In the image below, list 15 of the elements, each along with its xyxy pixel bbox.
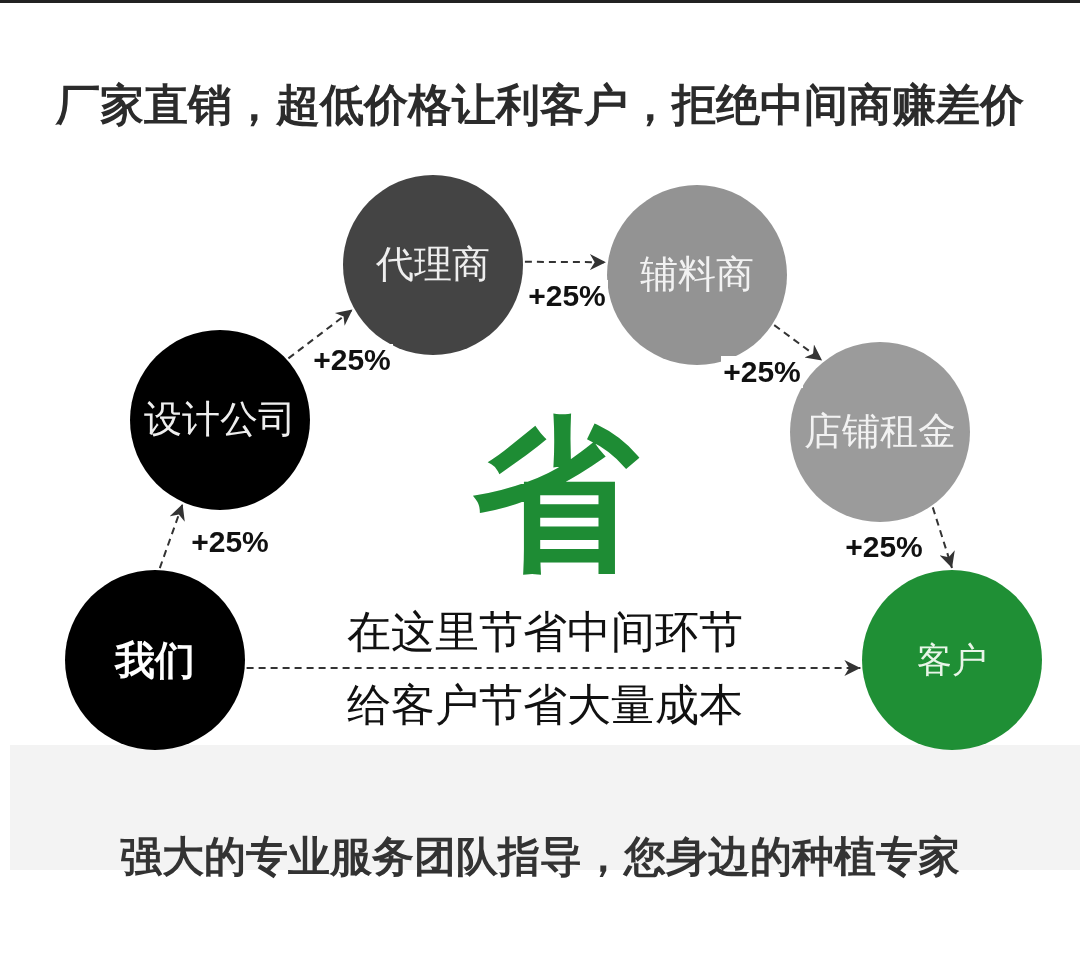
slogan-text: 给客户节省大量成本 (347, 678, 743, 732)
dashed-arrow (931, 506, 955, 569)
dashed-arrow (773, 324, 824, 362)
title: 厂家直销，超低价格让利客户，拒绝中间商赚差价 (54, 78, 1025, 132)
slogan-text: 在这里节省中间环节 (347, 605, 743, 659)
big-character: 省 (472, 398, 638, 593)
circle-node: 我们 (65, 570, 245, 750)
dashed-arrow (287, 308, 354, 360)
dashed-arrow (158, 503, 185, 570)
dashed-arrow (523, 254, 607, 271)
dashed-arrow (245, 660, 862, 676)
circle-node: 设计公司 (130, 330, 310, 510)
edge-label: +25% (721, 356, 803, 388)
circle-node: 客户 (862, 570, 1042, 750)
caption: 强大的专业服务团队指导，您身边的种植专家 (119, 831, 961, 883)
